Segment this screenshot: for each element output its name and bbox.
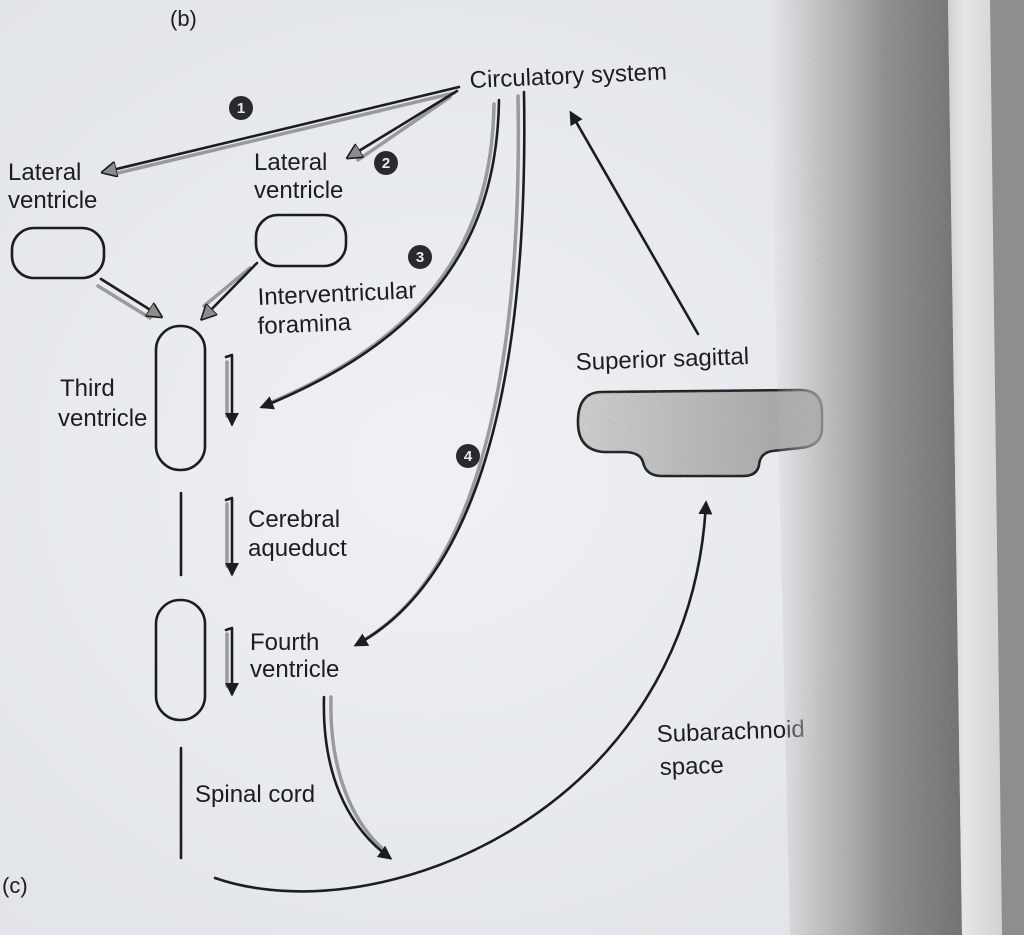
third-ventricle-shape [154, 324, 207, 472]
subarachnoid-space-label-line2: space [659, 752, 724, 781]
step-2-number: 2 [382, 155, 390, 172]
superior-sagittal-sinus-label: Superior sagittal [575, 343, 749, 376]
arrow-1-to-left-lateral-ventricle [104, 85, 461, 172]
right-foramen-arrow [203, 261, 259, 318]
spinal-flow-arrow-shadow [329, 695, 386, 852]
step-3-number: 3 [416, 249, 424, 266]
arrow-4-to-fourth-ventricle [353, 90, 526, 647]
arrow-2-shadow [356, 95, 452, 162]
page-edge-strip [948, 0, 1002, 935]
arrow-1-shadow [116, 91, 456, 175]
left-foramen-arrow-shadow [96, 284, 152, 320]
spinal-flow-arrow [322, 695, 393, 860]
panel-b-label: (b) [170, 6, 197, 31]
step-2-badge: 2 [374, 151, 398, 175]
fourth-ventricle-label-line2: ventricle [250, 656, 339, 683]
step-3-badge: 3 [408, 245, 432, 269]
step-4-number: 4 [464, 448, 473, 465]
cerebral-aqueduct-label-line2: aqueduct [248, 535, 347, 562]
subarachnoid-space-label-line1: Subarachnoid [656, 716, 805, 748]
arrow-2-to-right-lateral-ventricle [349, 89, 459, 157]
third-ventricle-label-line2: ventricle [58, 405, 147, 432]
superior-sagittal-sinus-texture [578, 390, 822, 476]
left-lateral-ventricle-label-line2: ventricle [8, 187, 97, 214]
aqueduct-flow-arrow [224, 496, 239, 577]
page-shadow-grain [768, 0, 962, 935]
right-lateral-ventricle-label-line2: ventricle [254, 177, 343, 204]
step-1-badge: 1 [229, 96, 253, 120]
left-foramen-arrow [99, 277, 160, 316]
cerebral-aqueduct-label-line1: Cerebral [248, 506, 340, 533]
spinal-cord-label: Spinal cord [195, 781, 315, 808]
arrow-3-to-third-ventricle [259, 98, 501, 410]
fourth-ventricle-flow-arrow [224, 626, 239, 697]
left-lateral-ventricle-label-line1: Lateral [8, 159, 81, 186]
right-foramen-arrow-shadow [202, 266, 252, 308]
third-ventricle-label-line1: Third [60, 375, 115, 402]
sinus-to-circulation-arrow [569, 110, 700, 336]
panel-c-label: (c) [2, 873, 28, 898]
right-lateral-ventricle-shape [254, 213, 348, 268]
fourth-ventricle-shape [154, 598, 207, 722]
right-lateral-ventricle-label-line1: Lateral [254, 149, 327, 176]
step-1-number: 1 [237, 100, 245, 117]
next-page-edge [990, 0, 1024, 935]
subarachnoid-flow-arrow [213, 500, 713, 893]
left-lateral-ventricle-shape [10, 226, 106, 280]
step-4-badge: 4 [456, 444, 480, 468]
interventricular-foramina-label-line2: foramina [257, 309, 352, 340]
fourth-ventricle-label-line1: Fourth [250, 629, 319, 656]
third-ventricle-flow-arrow [224, 353, 239, 427]
